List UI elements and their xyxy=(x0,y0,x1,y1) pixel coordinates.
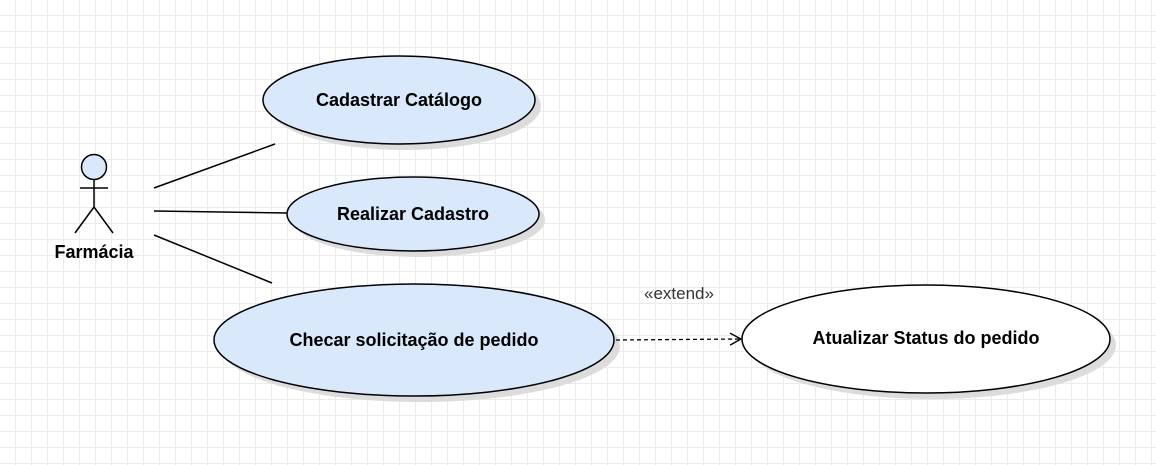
actor-stick-figure-icon xyxy=(74,153,114,234)
associations xyxy=(153,143,288,284)
use-case-ellipse xyxy=(286,176,540,252)
association-checar-solicitacao[interactable] xyxy=(153,234,273,284)
use-case-atualizar-status[interactable]: Atualizar Status do pedido xyxy=(741,284,1111,394)
use-case-ellipse xyxy=(213,283,615,397)
association-cadastrar-catalogo[interactable] xyxy=(153,143,276,189)
use-case-label: Realizar Cadastro xyxy=(337,204,489,224)
use-case-checar-solicitacao[interactable]: Checar solicitação de pedido xyxy=(213,283,615,397)
use-case-label: Checar solicitação de pedido xyxy=(289,330,538,350)
actor-label: Farmácia xyxy=(54,242,134,262)
extend-dashed-arrow xyxy=(615,332,743,346)
association-realizar-cadastro[interactable] xyxy=(153,210,288,214)
use-case-cadastrar-catalogo[interactable]: Cadastrar Catálogo xyxy=(262,55,536,145)
extend-relation[interactable]: «extend» xyxy=(615,284,743,346)
actor-farmacia[interactable]: Farmácia xyxy=(54,153,135,263)
use-case-label: Cadastrar Catálogo xyxy=(316,90,482,110)
actor-head xyxy=(80,153,108,181)
use-case-ellipse xyxy=(741,284,1111,394)
extend-stereotype-label: «extend» xyxy=(644,284,714,303)
use-case-ellipse xyxy=(262,55,536,145)
use-case-realizar-cadastro[interactable]: Realizar Cadastro xyxy=(286,176,540,252)
use-case-label: Atualizar Status do pedido xyxy=(812,328,1039,348)
